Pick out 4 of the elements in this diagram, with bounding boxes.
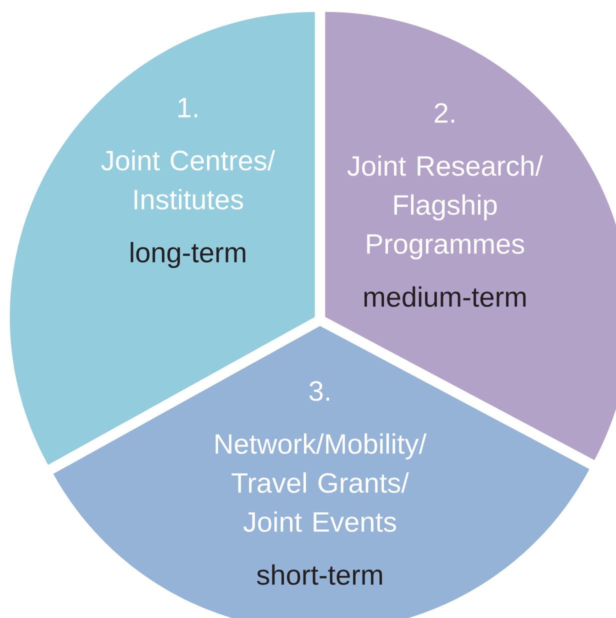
slice-label: 1. Joint Centres/ Institutes long-term: [101, 98, 276, 268]
slice-label: 3. Network/Mobility/ Travel Grants/ Joint Events short-term: [216, 381, 427, 585]
slice-label: 2. Joint Research/ Flagship Programmes medium-term: [347, 103, 543, 307]
pie-slice: [53, 326, 590, 618]
